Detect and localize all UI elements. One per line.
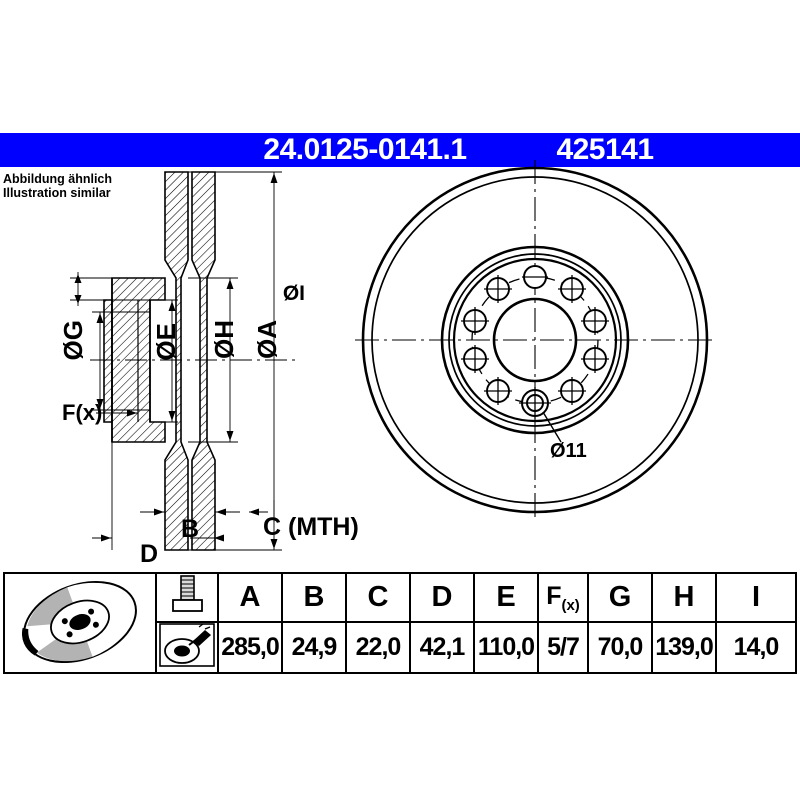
brake-disc-3d-icon (22, 580, 137, 664)
table-header-c: C (345, 572, 411, 623)
table-value-i: 14,0 (715, 621, 797, 674)
dimension-label-a: ØA (252, 320, 282, 359)
arrow-fx (127, 409, 137, 417)
arrow-i-down (74, 295, 82, 304)
header-banner (0, 133, 800, 167)
face-view-svg (355, 160, 715, 520)
fx-sub-label: (x) (561, 596, 580, 614)
table-header-b: B (281, 572, 347, 623)
dimension-label-c: C (MTH) (263, 513, 359, 541)
table-value-h: 139,0 (651, 621, 717, 674)
dimension-label-d: D (140, 540, 159, 568)
table-header-g: G (587, 572, 653, 623)
disc-outer-edge (361, 166, 709, 514)
dimension-label-b: B (181, 515, 200, 543)
disc-outer-inner-edge (371, 176, 699, 504)
arrow-a-up (270, 173, 278, 183)
hub-bore-circle (492, 297, 578, 383)
table-value-a: 285,0 (217, 621, 283, 674)
arrow-g-up (96, 313, 104, 323)
fx-main-label: F (546, 581, 562, 610)
arrow-b-right (216, 508, 226, 516)
table-header-row: A B C D E F(x) G H I (3, 572, 797, 674)
cross-section-drawing: ØI ØG ØE ØH ØA F(x) B C (MTH) D (0, 160, 360, 568)
dimension-label-i: ØI (282, 282, 305, 305)
friction-ring-outer-wall (164, 171, 189, 551)
dimension-label-g: ØG (58, 320, 88, 361)
table-header-e: E (473, 572, 539, 623)
hub-shoulder (103, 299, 113, 423)
disclaimer-line-german: Abbildung ähnlich (3, 172, 113, 186)
reference-number: 425141 (556, 133, 654, 166)
arrow-e-up (168, 301, 176, 311)
table-value-fx: 5/7 (537, 621, 589, 674)
table-value-row: 285,0 24,9 22,0 42,1 110,0 5/7 70,0 139,… (4, 621, 797, 674)
table-header-i: I (715, 572, 797, 623)
table-value-d: 42,1 (409, 621, 475, 674)
dimension-label-fx: F(x) (62, 400, 103, 425)
hat-outer-circle-2 (448, 253, 622, 427)
hat-outer-circle (440, 245, 630, 435)
bottom-hole-crosshair (519, 387, 551, 419)
arrow-a-down (270, 539, 278, 549)
arrow-d-left (101, 534, 111, 542)
arrow-h-up (226, 279, 234, 289)
table-header-h: H (651, 572, 717, 623)
table-header-d: D (409, 572, 475, 623)
bolt-icon-cell (155, 572, 219, 623)
hole-diameter-label: Ø11 (550, 440, 587, 462)
face-view-drawing: Ø11 (355, 160, 715, 520)
arrow-b-left (154, 508, 164, 516)
dimension-label-h: ØH (209, 320, 239, 359)
hat-step-circle (452, 257, 618, 423)
bolt-icon (172, 575, 203, 612)
arrow-h-down (226, 431, 234, 441)
wrench-installation-icon (159, 623, 215, 667)
disc-illustration-cell (3, 572, 157, 674)
arrow-d-right (214, 534, 224, 542)
part-number: 24.0125-0141.1 (263, 133, 467, 166)
bolt-hole-crosshairs (461, 275, 609, 405)
installation-icon-cell (155, 621, 219, 674)
arrow-e-down (168, 411, 176, 421)
arrow-i-up (74, 274, 82, 283)
table-header-fx: F(x) (537, 572, 589, 623)
dimension-label-e: ØE (151, 323, 181, 361)
table-value-e: 110,0 (473, 621, 539, 674)
arrow-g-down (96, 399, 104, 409)
illustration-disclaimer: Abbildung ähnlich Illustration similar (3, 172, 153, 200)
table-value-c: 22,0 (345, 621, 411, 674)
disclaimer-line-english: Illustration similar (3, 186, 111, 200)
table-header-a: A (217, 572, 283, 623)
friction-ring-inner-wall (191, 171, 216, 551)
specification-table: A B C D E F(x) G H I 285,0 24,9 22,0 (3, 572, 797, 674)
table-value-b: 24,9 (281, 621, 347, 674)
table-value-g: 70,0 (587, 621, 653, 674)
hole-leader-line (542, 411, 562, 443)
cross-section-svg (70, 171, 300, 551)
